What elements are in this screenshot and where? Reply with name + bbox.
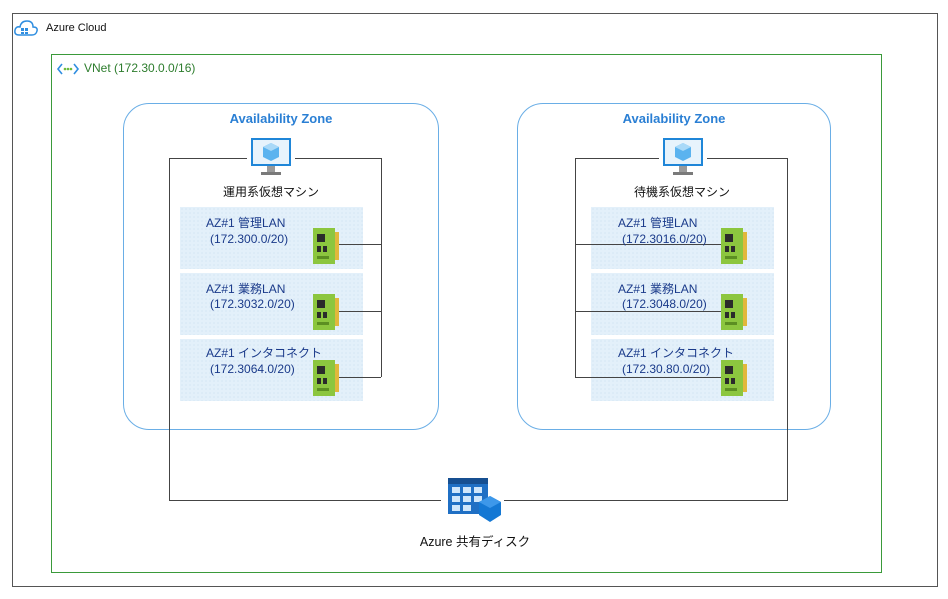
vm-active-icon [247, 136, 295, 180]
lan-name: AZ#1 業務LAN [206, 282, 286, 296]
availability-zone-1 [123, 103, 439, 430]
cloud-title: Azure Cloud [46, 22, 107, 34]
vm-standby-label: 待機系仮想マシン [633, 185, 730, 199]
nic-icon [719, 292, 749, 337]
lan-cidr: (172.30.80.0/20) [622, 362, 711, 376]
nic-stub-line [336, 311, 381, 312]
lan-cidr: (172.3064.0/20) [210, 362, 295, 376]
azure-cloud-frame [12, 13, 938, 587]
lan-name: AZ#1 インタコネクト [206, 346, 323, 360]
lan-name: AZ#1 業務LAN [618, 282, 698, 296]
vnet-title: VNet (172.30.0.0/16) [84, 61, 196, 75]
nic-icon [311, 358, 341, 403]
lan-cidr: (172.3032.0/20) [210, 297, 295, 311]
shared-disk-label: Azure 共有ディスク [419, 535, 531, 549]
nic-icon [311, 226, 341, 271]
availability-zone-2 [517, 103, 831, 430]
vnet-frame [51, 54, 882, 573]
nic-stub-line [336, 244, 381, 245]
nic-icon [719, 358, 749, 403]
nic-icon [719, 226, 749, 271]
nic-stub-line [575, 244, 725, 245]
zone-1-title: Availability Zone [229, 111, 333, 126]
zone-2-title: Availability Zone [622, 111, 726, 126]
vnet-icon [56, 62, 80, 75]
vm-standby-icon [659, 136, 707, 180]
azure-cloud-icon [14, 18, 38, 38]
zone-1-disk-line [169, 500, 441, 501]
nic-stub-line [336, 377, 381, 378]
lan-interconnect-standby [591, 339, 774, 401]
shared-disk-icon [446, 474, 504, 526]
zone-1-right-line [381, 158, 382, 377]
zone-2-disk-line [498, 500, 788, 501]
zone-2-right-line [787, 158, 788, 500]
nic-stub-line [575, 311, 725, 312]
lan-business-active [180, 273, 363, 335]
zone-1-left-line [169, 158, 170, 500]
lan-cidr: (172.300.0/20) [210, 232, 289, 246]
lan-name: AZ#1 管理LAN [206, 216, 286, 230]
lan-cidr: (172.3016.0/20) [622, 232, 707, 246]
zone-2-left-line [575, 158, 576, 377]
vm-active-label: 運用系仮想マシン [222, 185, 319, 199]
lan-name: AZ#1 管理LAN [618, 214, 698, 231]
nic-stub-line [575, 377, 725, 378]
lan-name: AZ#1 インタコネクト [618, 346, 735, 360]
lan-cidr: (172.3048.0/20) [622, 297, 707, 311]
nic-icon [311, 292, 341, 337]
